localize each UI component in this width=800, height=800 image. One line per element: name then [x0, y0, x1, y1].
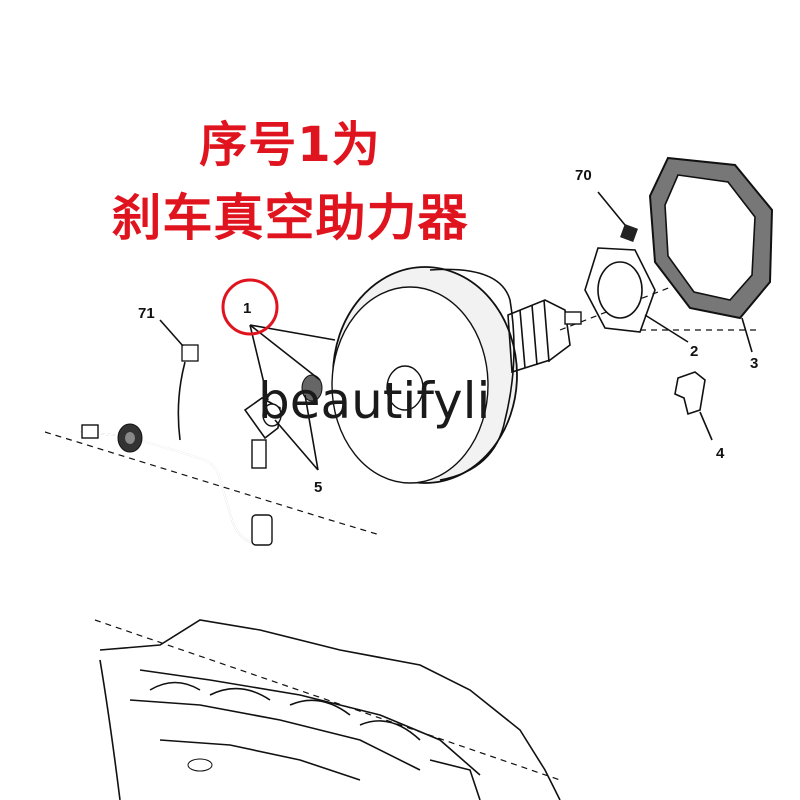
headline-line-2: 刹车真空助力器 [111, 189, 469, 247]
seal-3 [648, 156, 774, 320]
callout-5: 5 [314, 479, 322, 496]
callout-3: 3 [750, 355, 758, 372]
leader-line-5 [274, 394, 319, 471]
grommet [301, 374, 323, 402]
leader-line-2 [644, 314, 689, 343]
leader-line-70 [597, 191, 626, 226]
intake-manifold [99, 619, 561, 800]
callout-1: 1 [243, 300, 251, 317]
assembly-axis-line [44, 431, 381, 536]
leader-line-71 [159, 319, 184, 347]
check-valve [243, 397, 282, 469]
callout-4: 4 [716, 445, 725, 462]
gasket-2 [584, 247, 656, 333]
callout-71: 71 [138, 305, 155, 322]
callout-70: 70 [575, 167, 592, 184]
vacuum-hose [79, 423, 273, 546]
bracket-4 [674, 371, 706, 416]
callout-2: 2 [690, 343, 698, 360]
leader-line-1 [249, 324, 336, 401]
leader-line-4 [699, 411, 713, 441]
part-70-nut [620, 224, 638, 242]
assembly-axis-line [94, 619, 561, 781]
leader-line-3 [741, 317, 753, 353]
highlight-circle [221, 278, 279, 336]
headline-line-1: 序号1为 [199, 117, 381, 173]
watermark-text: beautifyli [258, 372, 491, 430]
brake-booster [331, 266, 582, 484]
connector-71 [181, 344, 199, 362]
